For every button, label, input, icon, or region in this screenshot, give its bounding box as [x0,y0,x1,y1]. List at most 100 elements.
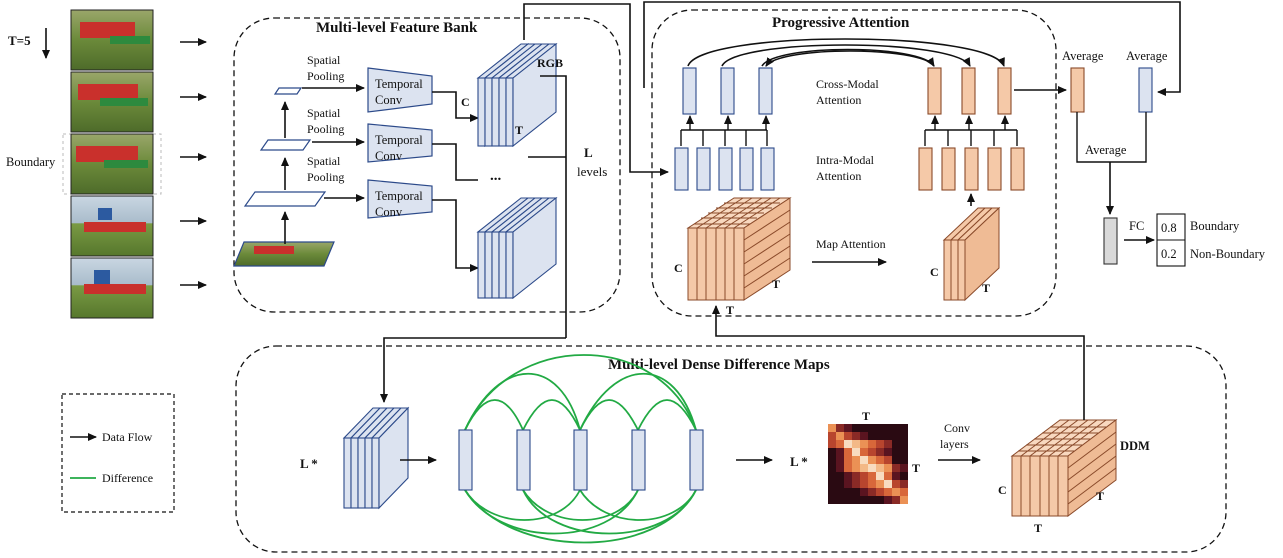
multi-level-feature-stack [342,406,410,510]
heatmap-cell [884,480,892,488]
legend-border [61,393,175,513]
pooling-label-line1: Spatial [307,53,341,67]
frame-plane [233,241,335,267]
time-axis-label: T [982,281,990,295]
heatmap-cell [876,480,884,488]
cross-modal-ddm-tokens [927,67,1012,115]
heatmap-cell [828,488,836,496]
intra-modal-ddm-tokens [918,147,1025,191]
temporal-conv-block [367,123,433,163]
heatmap-cell [852,488,860,496]
heatmap-cell [868,496,876,504]
heatmap-cell [876,472,884,480]
pooled-plane [273,87,303,95]
heatmap-cell [868,480,876,488]
heatmap-cell [876,488,884,496]
heatmap-cell [876,456,884,464]
time-label: T=5 [8,33,31,48]
heatmap-cell [900,456,908,464]
progressive-attention-panel: Progressive Attention Cross-Modal Attent… [651,9,1057,317]
rgb-label: RGB [537,56,563,70]
heatmap-cell [852,472,860,480]
legend-difference-label: Difference [102,471,153,485]
temporal-conv-label-line2: Conv [375,205,403,219]
heatmap-cell [860,472,868,480]
heatmap-cell [900,488,908,496]
heatmap-cell [884,488,892,496]
boundary-score: 0.8 [1161,221,1177,235]
heatmap-cell [836,472,844,480]
heatmap-cell [900,432,908,440]
heatmap-cell [868,456,876,464]
heatmap-cell [868,432,876,440]
temporal-conv-label-line1: Temporal [375,77,423,91]
heatmap-cell [884,424,892,432]
temporal-conv-label-line2: Conv [375,149,403,163]
feature-bank-panel: Multi-level Feature Bank Spatial Pooling… [233,17,621,338]
intra-modal-rgb-tokens [674,147,775,191]
heatmap-cell [852,424,860,432]
non-boundary-score: 0.2 [1161,247,1177,261]
heatmap-cell [836,456,844,464]
time-axis-label: T [772,277,780,291]
ddm-panel: Multi-level Dense Difference Maps L * [235,305,1227,553]
map-attention-label: Map Attention [816,237,886,251]
legend: Data Flow Difference [61,393,175,513]
heatmap-cell [828,472,836,480]
levels-label-line1: L [584,145,593,160]
time-axis-label: T [1034,521,1042,535]
heatmap-cell [892,488,900,496]
heatmap-cell [860,432,868,440]
heatmap-cell [860,488,868,496]
feature-flow-lines [380,3,669,403]
heatmap-cell [844,472,852,480]
cross-modal-label-line2: Attention [816,93,861,107]
heatmap-cell [828,456,836,464]
pooling-label-line1: Spatial [307,106,341,120]
levels-label-line2: levels [577,164,607,179]
heatmap-cell [828,448,836,456]
heatmap-cell [836,496,844,504]
time-axis-label: T [862,409,870,423]
heatmap-cell [884,440,892,448]
heatmap-cell [900,480,908,488]
heatmap-cell [868,488,876,496]
pooling-label-line2: Pooling [307,69,344,83]
heatmap-cell [876,440,884,448]
legend-data-flow-label: Data Flow [102,430,153,444]
channel-label: C [674,261,683,275]
heatmap-cell [844,488,852,496]
frame-thumbnail [70,133,154,195]
ddm-title: Multi-level Dense Difference Maps [608,357,830,373]
averaged-ddm-token [1070,67,1085,113]
heatmap-cell [900,496,908,504]
heatmap-cell [892,456,900,464]
conv-layers-label-line1: Conv [944,421,970,435]
heatmap-cell [900,448,908,456]
pooled-plane [243,191,327,207]
boundary-side-label: Boundary [6,155,56,169]
heatmap-cell [836,440,844,448]
level-feature-tokens [458,429,704,491]
intra-modal-label-line1: Intra-Modal [816,153,875,167]
ddm-label: DDM [1120,439,1150,453]
heatmap-cell [844,432,852,440]
heatmap-cell [844,424,852,432]
difference-arcs [464,354,697,544]
heatmap-cell [892,464,900,472]
heatmap-cell [836,464,844,472]
attention-border [651,9,1057,317]
heatmap-cell [860,440,868,448]
heatmap-cell [892,424,900,432]
heatmap-cell [884,472,892,480]
boundary-class-label: Boundary [1190,219,1240,233]
heatmap-cell [828,440,836,448]
non-boundary-class-label: Non-Boundary [1190,247,1266,261]
channel-label: C [930,265,939,279]
heatmap-cell [868,448,876,456]
heatmap-cell [844,440,852,448]
heatmap-cell [852,440,860,448]
heatmap-cell [836,480,844,488]
channel-label: C [998,483,1007,497]
temporal-conv-block [367,67,433,113]
